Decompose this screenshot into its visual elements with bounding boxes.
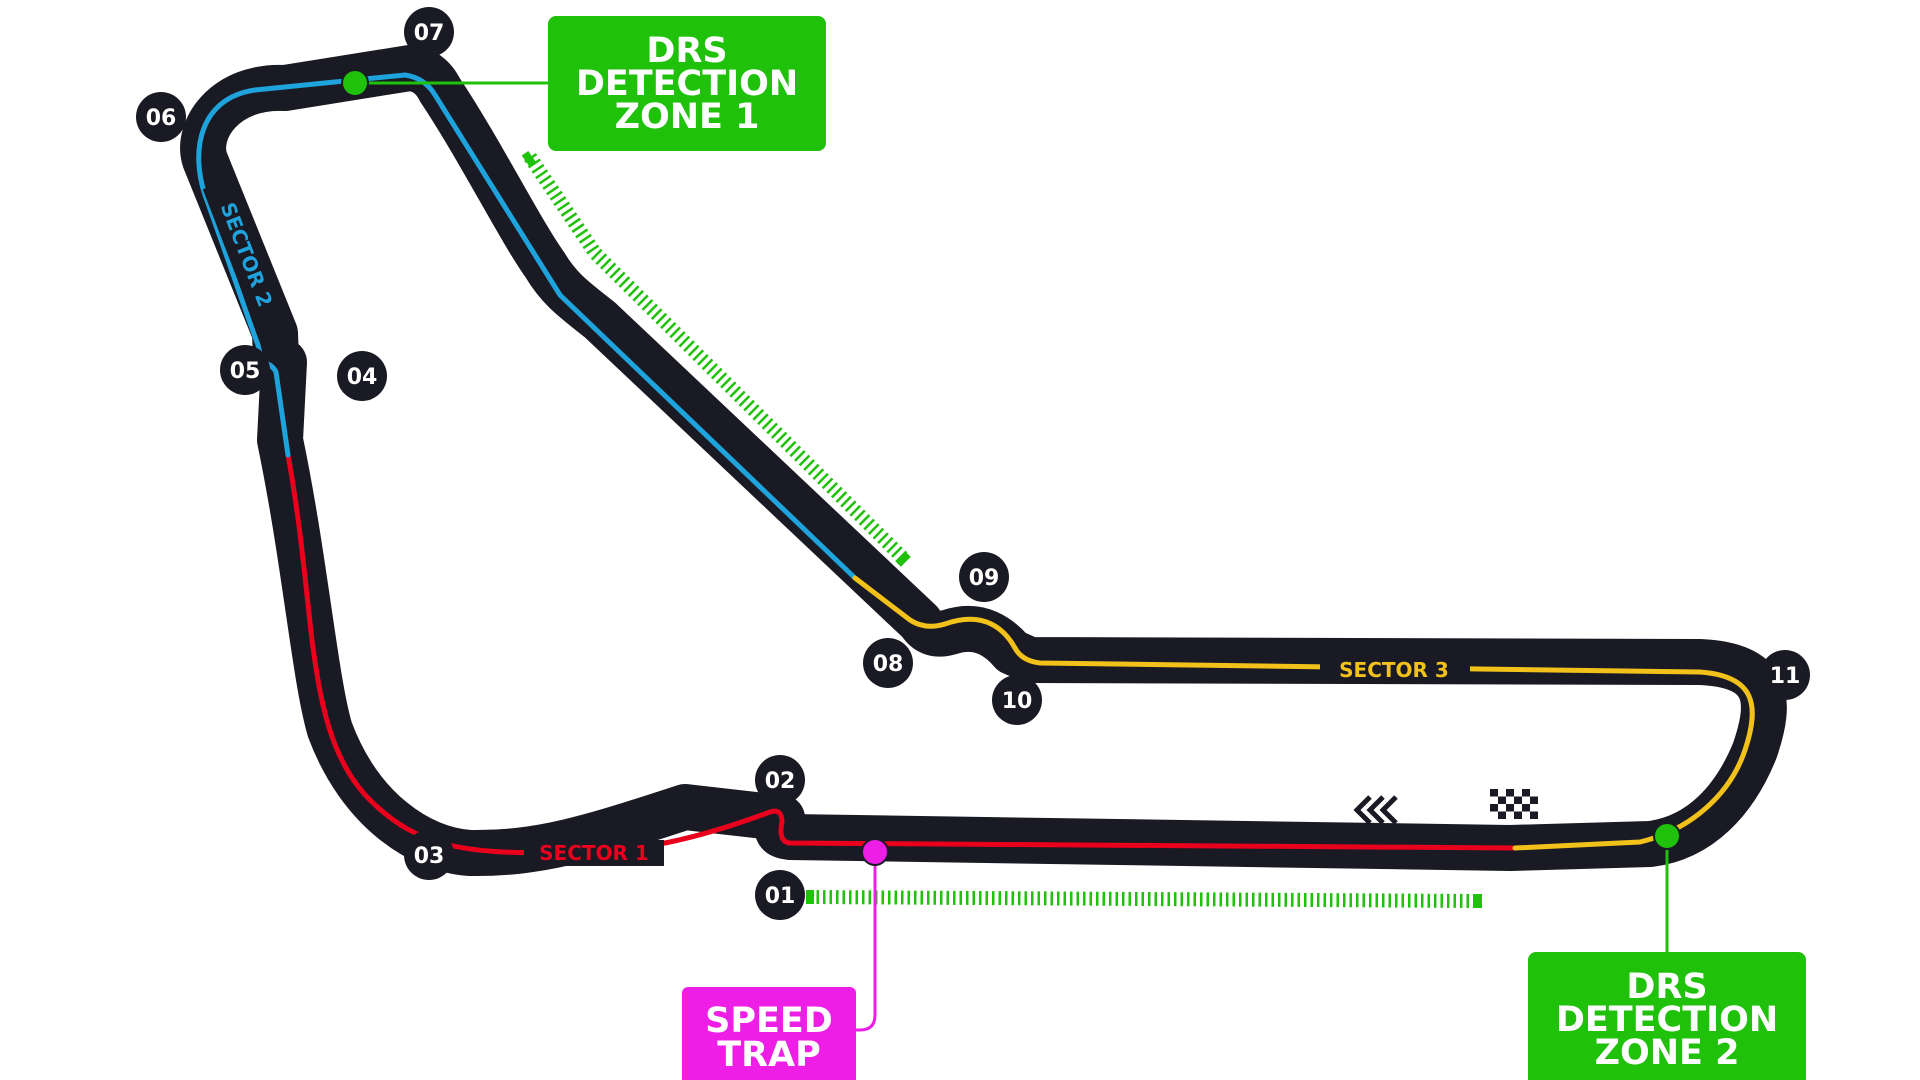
track-outline	[180, 45, 1787, 877]
drs-activation-zones	[521, 150, 1482, 908]
drs-zone-2-line2: DETECTION	[1556, 1000, 1778, 1040]
drs-activation-zone-1	[524, 153, 910, 565]
drs-zone-2-line3: ZONE 2	[1595, 1033, 1740, 1073]
drs-zone-2-line1: DRS	[1626, 967, 1707, 1007]
svg-text:11: 11	[1770, 664, 1801, 689]
svg-text:03: 03	[414, 844, 445, 869]
svg-text:04: 04	[347, 365, 378, 390]
turn-badge-07: 07	[404, 7, 454, 57]
speed-trap-connector	[850, 852, 877, 1032]
sector-1-line	[285, 452, 1518, 856]
turn-badge-11: 11	[1760, 650, 1810, 700]
sector-3-label: SECTOR 3	[1339, 658, 1449, 682]
drs-detection-zone-2-callout: DRS DETECTION ZONE 2	[1528, 952, 1806, 1080]
turn-badge-09: 09	[959, 552, 1009, 602]
sector-3-line	[852, 575, 1755, 851]
start-finish-flag-icon	[1490, 789, 1538, 819]
svg-text:02: 02	[765, 769, 796, 794]
drs-zone-1-line3: ZONE 1	[615, 97, 760, 137]
drs-zone-2-start-marker	[806, 890, 814, 904]
turn-badge-06: 06	[136, 92, 186, 142]
svg-text:07: 07	[414, 21, 445, 46]
drs-zone-1-end-marker	[895, 551, 911, 567]
turn-badges: 01 02 03 04 05 06 07 08	[136, 7, 1810, 920]
sector-1-label-bg	[524, 840, 664, 866]
sector-1-label: SECTOR 1	[539, 841, 649, 865]
drs-detection-point-2	[1653, 822, 1681, 850]
direction-chevrons-icon	[1353, 795, 1398, 825]
callout-connectors	[341, 69, 1681, 1032]
svg-text:05: 05	[230, 359, 261, 384]
drs-activation-zone-2	[809, 890, 1479, 908]
turn-badge-10: 10	[992, 675, 1042, 725]
drs-detection-point-1	[341, 69, 369, 97]
speed-trap-point	[861, 838, 889, 866]
sector-2-label-bg	[202, 179, 278, 321]
speed-trap-line1: SPEED	[705, 1001, 833, 1041]
speed-trap-line2: TRAP	[717, 1035, 821, 1075]
turn-badge-01: 01	[755, 870, 805, 920]
turn-badge-03: 03	[404, 830, 454, 880]
svg-text:01: 01	[765, 884, 796, 909]
svg-text:09: 09	[969, 566, 1000, 591]
turn-badge-05: 05	[220, 345, 270, 395]
drs-zone-1-start-marker	[521, 150, 537, 168]
drs-zone-1-line2: DETECTION	[576, 64, 798, 104]
sector-3-label-bg	[1320, 656, 1470, 682]
turn-badge-08: 08	[863, 638, 913, 688]
svg-text:08: 08	[873, 652, 904, 677]
svg-text:06: 06	[146, 106, 177, 131]
drs-zone-2-end-marker	[1474, 894, 1482, 908]
drs-detection-zone-1-callout: DRS DETECTION ZONE 1	[548, 16, 826, 151]
drs-zone-1-line1: DRS	[646, 31, 727, 71]
svg-text:10: 10	[1002, 689, 1033, 714]
turn-badge-04: 04	[337, 351, 387, 401]
turn-badge-02: 02	[755, 755, 805, 805]
speed-trap-callout: SPEED TRAP	[682, 987, 856, 1080]
